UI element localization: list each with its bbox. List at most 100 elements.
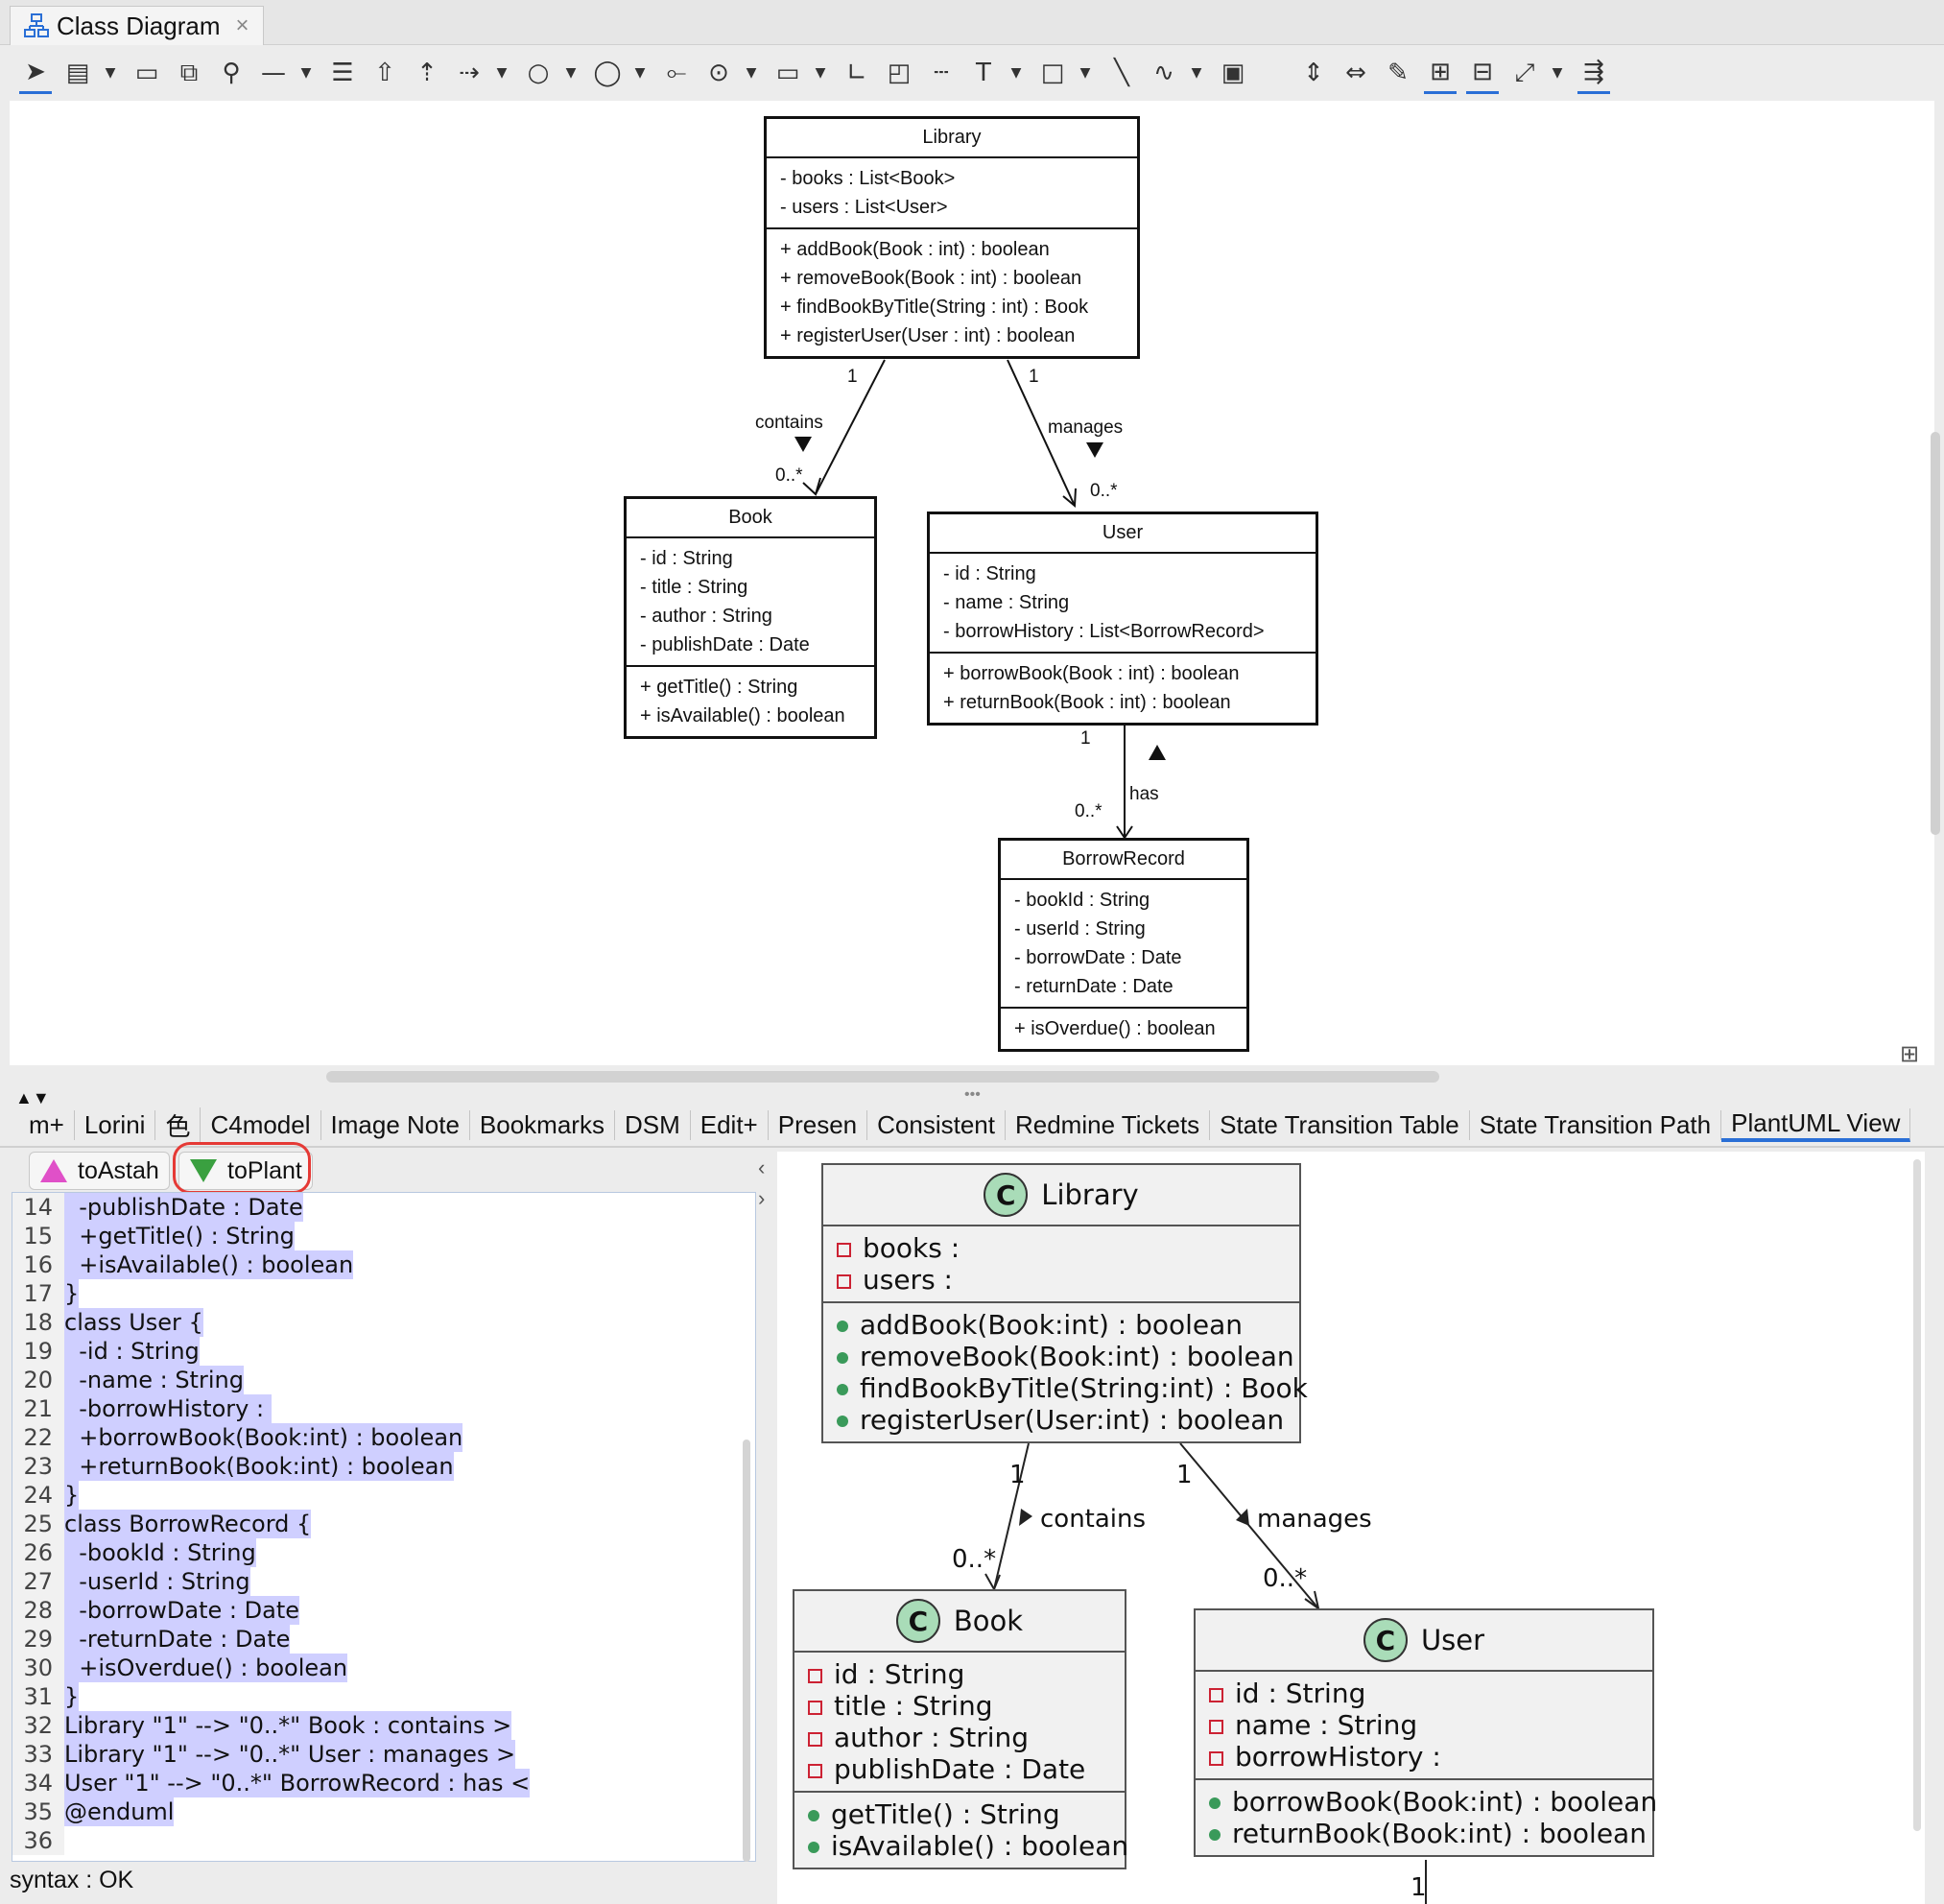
chevron-down-icon[interactable]: ▼ [815,65,826,81]
realization-icon[interactable]: ⇡ [416,59,438,87]
editor-scrollbar[interactable] [743,1440,750,1862]
close-icon[interactable]: × [235,12,249,38]
provided-interface-icon[interactable]: ⊙ [708,59,729,87]
note-icon[interactable]: ◰ [887,59,912,87]
panel-tab[interactable]: Image Note [321,1109,470,1140]
required-interface-icon[interactable]: ⟜ [666,58,687,87]
vertical-scrollbar[interactable] [1931,432,1940,835]
aggregation-icon[interactable]: ☰ [331,59,354,87]
code-line[interactable]: 36 [12,1826,755,1855]
code-line[interactable]: 19 -id : String [12,1337,755,1366]
dependency-icon[interactable]: ⇢ [459,59,480,87]
port-icon[interactable]: ▭ [775,59,800,87]
expand-right-icon[interactable]: › [758,1186,766,1210]
pin-icon[interactable]: ⚲ [222,59,241,87]
panel-tab[interactable]: State Transition Path [1470,1109,1722,1140]
code-line[interactable]: 29 -returnDate : Date [12,1625,755,1654]
panel-tab[interactable]: Presen [769,1109,868,1140]
preview-scrollbar[interactable] [1913,1159,1921,1831]
pin-tool-icon[interactable]: ✎ [1387,59,1409,87]
panel-tab[interactable]: Edit+ [691,1109,769,1140]
image-icon[interactable]: ▣ [1221,59,1245,87]
interface-icon[interactable]: ○ [527,59,550,87]
code-line[interactable]: 23 +returnBook(Book:int) : boolean [12,1452,755,1481]
auto-layout-icon[interactable]: ⇶ [1577,53,1610,94]
book-class[interactable]: Book - id : String- title : String- auth… [624,496,877,739]
freehand-icon[interactable]: ∿ [1153,59,1174,87]
code-line[interactable]: 24} [12,1481,755,1510]
code-line[interactable]: 26 -bookId : String [12,1538,755,1567]
collapse-left-icon[interactable]: ‹ [758,1155,766,1179]
panel-tab[interactable]: Redmine Tickets [1006,1109,1211,1140]
panel-tab[interactable]: Lorini [75,1109,156,1140]
code-line[interactable]: 28 -borrowDate : Date [12,1596,755,1625]
panel-tab[interactable]: PlantUML View [1721,1107,1911,1142]
code-line[interactable]: 15 +getTitle() : String [12,1222,755,1250]
panel-tab[interactable]: State Transition Table [1210,1109,1470,1140]
code-line[interactable]: 27 -userId : String [12,1567,755,1596]
subsystem-icon[interactable]: ⧉ [179,58,199,87]
diagram-canvas[interactable]: Library - books : List<Book>- users : Li… [10,101,1934,1065]
rectangle-icon[interactable]: □ [1040,59,1065,87]
association-icon[interactable]: — [261,59,286,87]
chevron-down-icon[interactable]: ▼ [634,65,646,81]
library-class[interactable]: Library - books : List<Book>- users : Li… [764,116,1140,359]
chevron-down-icon[interactable]: ▼ [1191,65,1202,81]
chevron-down-icon[interactable]: ▼ [746,65,757,81]
panel-tab[interactable]: Bookmarks [470,1109,615,1140]
to-plant-button[interactable]: toPlant [178,1152,313,1190]
chevron-down-icon[interactable]: ▼ [300,65,312,81]
panel-tab[interactable]: C4model [201,1109,321,1140]
code-line[interactable]: 31} [12,1682,755,1711]
panel-tab[interactable]: 色 [155,1107,202,1143]
chevron-down-icon[interactable]: ▼ [1079,65,1091,81]
package-icon[interactable]: ▭ [134,59,159,87]
note-anchor-icon[interactable]: ┄ [934,59,949,87]
class-icon[interactable]: ▤ [65,59,90,87]
expand-icon[interactable]: ⊞ [1424,53,1457,94]
chevron-down-icon[interactable]: ▼ [1010,65,1022,81]
collapse-panel-icon[interactable]: ▲▼ [15,1088,50,1107]
component-icon[interactable]: ◯ [593,59,622,87]
containment-icon[interactable]: ∟ [846,59,867,87]
to-astah-button[interactable]: toAstah [29,1152,170,1190]
code-line[interactable]: 22 +borrowBook(Book:int) : boolean [12,1423,755,1452]
code-line[interactable]: 30 +isOverdue() : boolean [12,1654,755,1682]
align-vertical-icon[interactable]: ⇕ [1303,59,1324,87]
tab-class-diagram[interactable]: Class Diagram × [10,6,264,45]
horizontal-scrollbar[interactable] [326,1071,1439,1083]
code-line[interactable]: 21 -borrowHistory : [12,1394,755,1423]
user-class[interactable]: User - id : String- name : String- borro… [927,512,1318,726]
panel-tab[interactable]: DSM [615,1109,691,1140]
panel-tab[interactable]: m+ [19,1109,75,1140]
code-line[interactable]: 14 -publishDate : Date [12,1193,755,1222]
splitter-handle-icon[interactable]: ••• [964,1086,981,1103]
panel-tab[interactable]: Consistent [867,1109,1006,1140]
borrowrecord-class[interactable]: BorrowRecord - bookId : String- userId :… [998,838,1249,1052]
chevron-down-icon[interactable]: ▼ [105,65,116,81]
text-icon[interactable]: T [976,59,991,87]
line-icon[interactable]: ╲ [1114,59,1129,87]
generalization-icon[interactable]: ⇧ [374,59,395,87]
code-line[interactable]: 35@enduml [12,1797,755,1826]
chevron-down-icon[interactable]: ▼ [1552,65,1563,81]
overview-icon[interactable]: ⊞ [1900,1041,1920,1067]
chevron-down-icon[interactable]: ▼ [565,65,577,81]
align-horizontal-icon[interactable]: ⇔ [1345,59,1366,87]
code-line[interactable]: 17} [12,1279,755,1308]
chevron-down-icon[interactable]: ▼ [496,65,508,81]
code-line[interactable]: 16 +isAvailable() : boolean [12,1250,755,1279]
select-icon[interactable]: ➤ [19,53,52,94]
code-line[interactable]: 20 -name : String [12,1366,755,1394]
line-style-icon[interactable]: ⤢ [1514,58,1535,87]
